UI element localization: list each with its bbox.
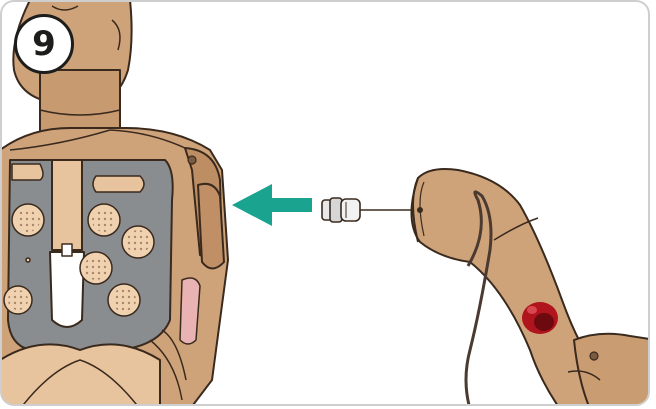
step-badge: 9 — [14, 14, 74, 74]
step-number: 9 — [32, 27, 56, 61]
manikin-arm-icon — [411, 169, 656, 409]
connector-plug-icon — [322, 198, 418, 222]
insert-arrow-icon — [232, 184, 312, 226]
wound-icon — [522, 302, 558, 334]
